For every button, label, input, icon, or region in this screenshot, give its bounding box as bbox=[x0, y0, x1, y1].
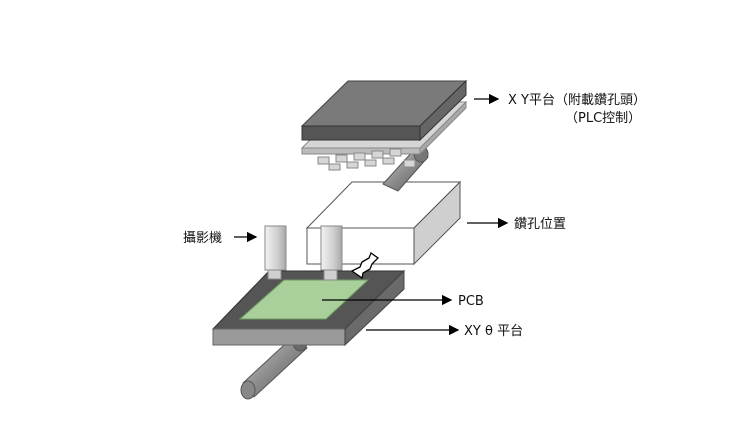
stage-board-front bbox=[212, 328, 346, 346]
drill-heads bbox=[317, 148, 416, 171]
label-pcb: PCB bbox=[458, 294, 484, 309]
xy-stage-front bbox=[301, 125, 421, 141]
leader-arrows bbox=[234, 93, 509, 336]
label-xy-stage: X Y平台（附載鑽孔頭） bbox=[508, 92, 646, 108]
xy-stage bbox=[300, 79, 468, 171]
camera-right bbox=[320, 225, 343, 281]
label-plc-control: （PLC控制） bbox=[565, 111, 641, 126]
double-headed-arrow-icon bbox=[350, 251, 380, 280]
label-drill-position: 鑽孔位置 bbox=[514, 216, 566, 232]
pcb-board bbox=[238, 279, 370, 320]
camera-left bbox=[264, 225, 287, 280]
drill-block-side bbox=[413, 180, 461, 266]
label-xy-theta-stage: XY θ 平台 bbox=[464, 324, 523, 339]
label-camera: 攝影機 bbox=[183, 230, 222, 246]
stage-board-side bbox=[344, 269, 405, 347]
